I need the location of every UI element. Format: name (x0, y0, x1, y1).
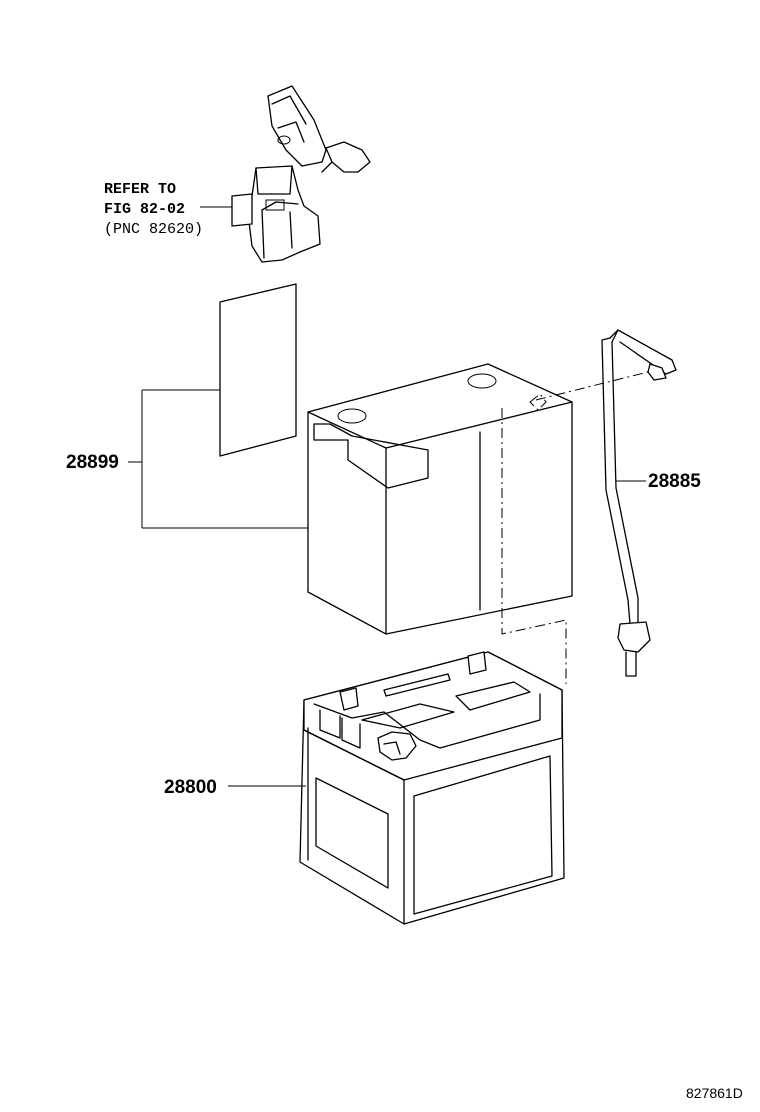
callout-28899-label: 28899 (66, 452, 119, 473)
callout-28800: 28800 (164, 777, 306, 798)
drawing-code: 827861D (686, 1085, 743, 1101)
callout-28800-label: 28800 (164, 777, 217, 798)
reference-note-line1: REFER TO (104, 181, 176, 198)
reference-note-line3: (PNC 82620) (104, 221, 203, 238)
battery (299, 651, 565, 925)
vent-hose (601, 329, 677, 677)
reference-note-line2: FIG 82-02 (104, 201, 185, 218)
fuse-terminal-part (231, 85, 371, 263)
callout-28885: 28885 (616, 471, 701, 492)
insulator-sheet (219, 283, 297, 457)
callout-28885-label: 28885 (648, 471, 701, 492)
reference-note: REFER TO FIG 82-02 (PNC 82620) (104, 181, 232, 238)
alignment-dashes (501, 371, 649, 684)
callout-28899: 28899 (66, 389, 308, 529)
insulator-cover (307, 363, 573, 635)
